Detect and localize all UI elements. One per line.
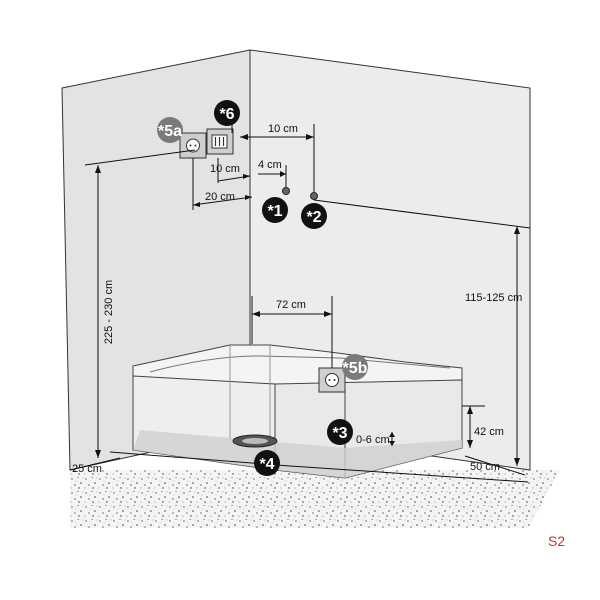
- marker-2-label: *2: [306, 209, 321, 226]
- marker-1: *1: [262, 197, 288, 223]
- marker-4-label: *4: [259, 456, 274, 473]
- dim-0-6cm: 0-6 cm: [356, 434, 390, 446]
- dim-10cm-top: 10 cm: [268, 123, 298, 135]
- dim-4cm: 4 cm: [258, 159, 282, 171]
- marker-6-label: *6: [219, 106, 234, 123]
- markers: *5a *6 *1 *2 *5b *3 *4: [157, 100, 368, 476]
- dimension-labels: 10 cm 4 cm 10 cm 20 cm 72 cm 225 - 230 c…: [72, 123, 522, 475]
- marker-4: *4: [254, 450, 280, 476]
- marker-3: *3: [327, 419, 353, 445]
- bathtub: [132, 344, 463, 479]
- floor: [70, 470, 560, 528]
- marker-5b: *5b: [342, 354, 368, 380]
- marker-5a: *5a: [157, 117, 183, 143]
- marker-5b-label: *5b: [343, 360, 368, 377]
- dim-20cm: 20 cm: [205, 191, 235, 203]
- dim-72cm: 72 cm: [276, 299, 306, 311]
- dim-25cm: 25 cm: [72, 463, 102, 475]
- marker-3-label: *3: [332, 425, 347, 442]
- dim-10cm-mid: 10 cm: [210, 163, 240, 175]
- dim-50cm: 50 cm: [470, 461, 500, 473]
- water-inlet-1-icon: [282, 187, 290, 195]
- wall-fixtures: [179, 128, 346, 393]
- dim-height-right: 115-125 cm: [465, 292, 522, 304]
- dim-height-left: 225 - 230 cm: [103, 280, 115, 344]
- marker-1-label: *1: [267, 203, 282, 220]
- water-inlet-2-icon: [310, 192, 318, 200]
- marker-5a-label: *5a: [158, 123, 182, 140]
- dim-42cm: 42 cm: [474, 426, 504, 438]
- marker-6: *6: [214, 100, 240, 126]
- model-tag: S2: [548, 533, 565, 549]
- marker-2: *2: [301, 203, 327, 229]
